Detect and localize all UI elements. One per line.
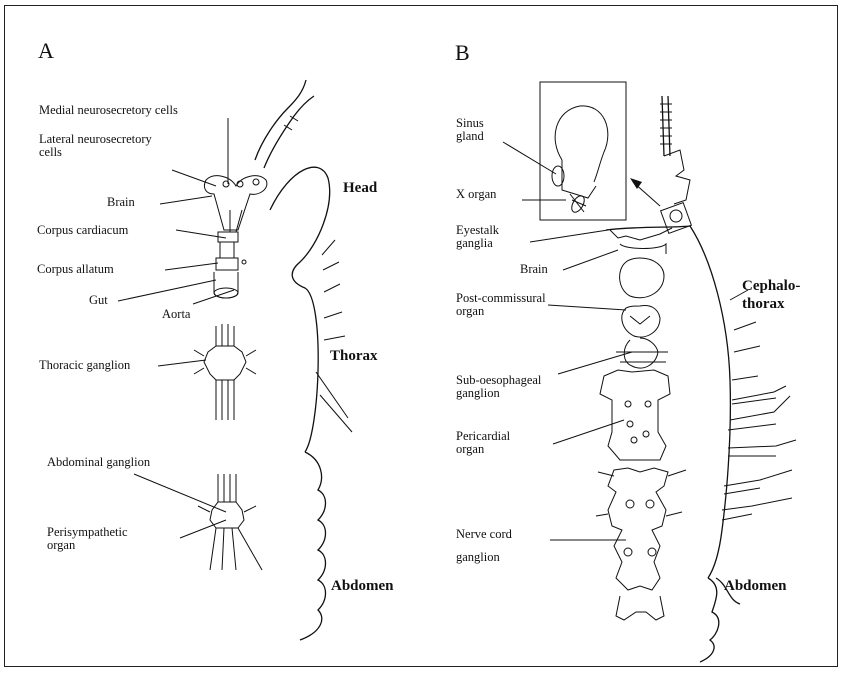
panel-b-letter: B: [455, 40, 470, 65]
label-brain-b: Brain: [520, 262, 549, 276]
label-abdomen-b: Abdomen: [724, 578, 787, 594]
eyestalk-inset: [540, 82, 626, 220]
label-corpus-allatum: Corpus allatum: [37, 262, 114, 276]
label-head: Head: [343, 180, 378, 196]
label-pericardial-organ-line2: organ: [456, 442, 485, 456]
label-lateral-neurosecretory-cells-line1: Lateral neurosecretory: [39, 132, 153, 146]
label-cephalothorax-line2: thorax: [742, 296, 785, 312]
label-sinus-gland-line2: gland: [456, 129, 485, 143]
crustacean-nerve-chain: [596, 228, 686, 620]
panel-b-leader-lines: [503, 142, 632, 540]
label-sub-oesophageal-ganglion-line2: ganglion: [456, 386, 500, 400]
label-cephalothorax-line1: Cephalo-: [742, 278, 800, 294]
label-aorta: Aorta: [162, 307, 191, 321]
label-sinus-gland-line1: Sinus: [456, 116, 484, 130]
label-post-commissural-organ-line1: Post-commissural: [456, 291, 546, 305]
panel-b: B: [455, 40, 800, 662]
label-pericardial-organ-line1: Pericardial: [456, 429, 511, 443]
label-sub-oesophageal-ganglion-line1: Sub-oesophageal: [456, 373, 542, 387]
panel-a-leader-lines: [118, 118, 234, 538]
label-x-organ: X organ: [456, 187, 497, 201]
label-eyestalk-ganglia-line2: ganglia: [456, 236, 493, 250]
label-nerve-cord-ganglion-line2: ganglion: [456, 550, 500, 564]
label-thoracic-ganglion: Thoracic ganglion: [39, 358, 131, 372]
inset-arrow: [630, 178, 660, 206]
label-medial-neurosecretory-cells: Medial neurosecretory cells: [39, 103, 178, 117]
label-brain-a: Brain: [107, 195, 136, 209]
label-perisympathetic-organ-line2: organ: [47, 538, 76, 552]
label-nerve-cord-ganglion-line1: Nerve cord: [456, 527, 513, 541]
label-post-commissural-organ-line2: organ: [456, 304, 485, 318]
label-gut: Gut: [89, 293, 108, 307]
thoracic-ganglion-figure: [194, 324, 256, 420]
cephalic-nervous-system: [204, 176, 266, 298]
label-lateral-neurosecretory-cells-line2: cells: [39, 145, 62, 159]
panel-a-letter: A: [38, 38, 54, 63]
label-abdominal-ganglion: Abdominal ganglion: [47, 455, 151, 469]
label-perisympathetic-organ-line1: Perisympathetic: [47, 525, 128, 539]
label-thorax: Thorax: [330, 348, 378, 364]
panel-a: A: [37, 38, 394, 640]
abdominal-ganglion-figure: [198, 474, 262, 570]
label-eyestalk-ganglia-line1: Eyestalk: [456, 223, 500, 237]
label-abdomen-a: Abdomen: [331, 578, 394, 594]
label-corpus-cardiacum: Corpus cardiacum: [37, 223, 129, 237]
